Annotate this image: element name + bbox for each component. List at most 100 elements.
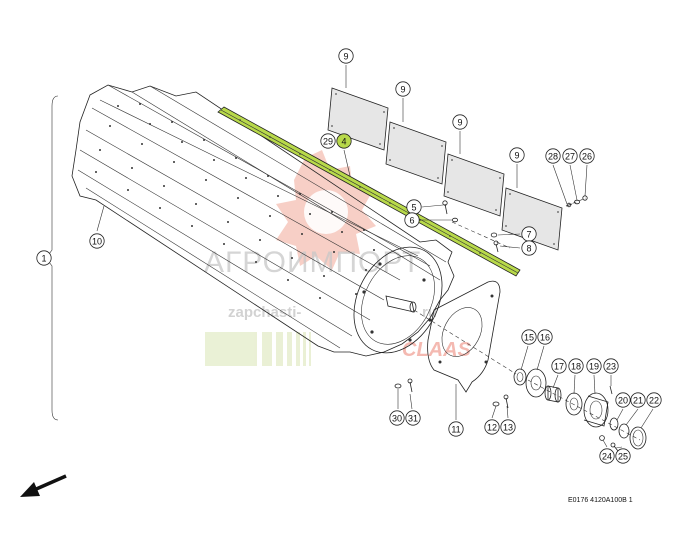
- callout-circle: [404, 212, 420, 228]
- callout-circle: [338, 48, 354, 64]
- callout-c20: 20: [615, 392, 631, 408]
- cover-plates: [327, 87, 563, 251]
- callout-c18: 18: [568, 358, 584, 374]
- flange-16: [525, 368, 547, 398]
- callout-circle: [562, 148, 578, 164]
- drum-end-plate: [353, 246, 443, 354]
- callout-c24: 24: [599, 448, 615, 464]
- callout-circle: [615, 392, 631, 408]
- callout-circle: [336, 133, 352, 149]
- callout-label: 20: [618, 396, 628, 406]
- washer-27: [574, 199, 581, 205]
- callout-c10: 10: [89, 233, 105, 249]
- ring-15: [513, 368, 527, 386]
- callout-c9a: 9: [338, 48, 354, 64]
- callout-circle: [500, 419, 516, 435]
- washer-12: [492, 401, 500, 407]
- leader-lines: [96, 65, 654, 449]
- callout-label: 9: [400, 85, 405, 95]
- bolt-13: [503, 394, 509, 409]
- callout-label: 9: [514, 151, 519, 161]
- callout-label: 9: [343, 52, 348, 62]
- callout-label: 12: [487, 423, 497, 433]
- housing-19: [583, 392, 609, 428]
- washer-7: [490, 232, 498, 238]
- callout-label: 29: [323, 137, 333, 147]
- callout-c22: 22: [646, 392, 662, 408]
- callout-c9b: 9: [395, 81, 411, 97]
- bolt-8: [493, 240, 499, 253]
- callout-circle: [36, 250, 52, 266]
- callout-label: 31: [408, 414, 418, 424]
- callout-circle: [551, 358, 567, 374]
- callout-c19: 19: [586, 358, 602, 374]
- callout-label: 1: [41, 254, 46, 264]
- drum-holes: [95, 103, 375, 299]
- callout-circle: [568, 358, 584, 374]
- nut-24: [599, 435, 605, 441]
- callout-label: 9: [457, 118, 462, 128]
- bearing-18: [565, 392, 583, 416]
- callout-c29: 29: [320, 133, 336, 149]
- washer-30: [394, 383, 402, 389]
- cover-plate-3: [443, 153, 505, 217]
- callout-label: 8: [526, 244, 531, 254]
- callout-circle: [521, 240, 537, 256]
- cover-plate-2: [385, 121, 447, 185]
- callout-c25: 25: [615, 448, 631, 464]
- rasp-bar-strip: [217, 106, 521, 277]
- callout-circle: [579, 148, 595, 164]
- callout-circle: [509, 147, 525, 163]
- callout-label: 10: [92, 237, 102, 247]
- washer-6: [451, 217, 458, 223]
- watermark-site-suffix: ru: [422, 304, 437, 321]
- callout-circle: [452, 114, 468, 130]
- callout-circle: [484, 419, 500, 435]
- callout-circle: [630, 392, 646, 408]
- callout-circle: [395, 81, 411, 97]
- callout-circle: [89, 233, 105, 249]
- callout-circle: [586, 358, 602, 374]
- callout-c26: 26: [579, 148, 595, 164]
- callout-label: 19: [589, 362, 599, 372]
- bolt-26: [582, 195, 588, 201]
- callout-c1: 1: [36, 250, 52, 266]
- clamp-ring-22: [629, 426, 647, 450]
- reference-code: E0176 4120A100B 1: [568, 497, 633, 504]
- callout-label: 18: [571, 362, 581, 372]
- callout-c23: 23: [603, 358, 619, 374]
- watermark-brand: АГРОИМПОРТ: [204, 246, 421, 279]
- callout-c8: 8: [521, 240, 537, 256]
- callout-c27: 27: [562, 148, 578, 164]
- pin-23: [609, 385, 613, 395]
- callout-c15: 15: [521, 329, 537, 345]
- callout-label: 17: [554, 362, 564, 372]
- callout-label: 21: [633, 396, 643, 406]
- callout-c30: 30: [389, 410, 405, 426]
- callout-label: 23: [606, 362, 616, 372]
- callout-label: 4: [341, 137, 346, 147]
- callout-label: 24: [602, 452, 612, 462]
- callout-label: 27: [565, 152, 575, 162]
- callout-c9c: 9: [452, 114, 468, 130]
- callout-label: 16: [540, 333, 550, 343]
- drum-outline: [71, 84, 455, 357]
- callout-c12: 12: [484, 419, 500, 435]
- cover-plate-4: [501, 187, 563, 251]
- callout-label: 6: [409, 216, 414, 226]
- sleeve-17: [544, 385, 562, 403]
- callout-circle: [646, 392, 662, 408]
- watermark-stripes: [205, 332, 311, 366]
- callout-c4: 4: [336, 133, 352, 149]
- callout-c31: 31: [405, 410, 421, 426]
- watermark: АГРОИМПОРТ zapchasti- ru CLAAS: [204, 150, 472, 366]
- callout-circle: [320, 133, 336, 149]
- ring-21: [618, 423, 630, 439]
- callout-circle: [537, 329, 553, 345]
- callout-c16: 16: [537, 329, 553, 345]
- bolt-31: [407, 378, 413, 393]
- callout-circle: [545, 148, 561, 164]
- callout-label: 11: [451, 425, 460, 435]
